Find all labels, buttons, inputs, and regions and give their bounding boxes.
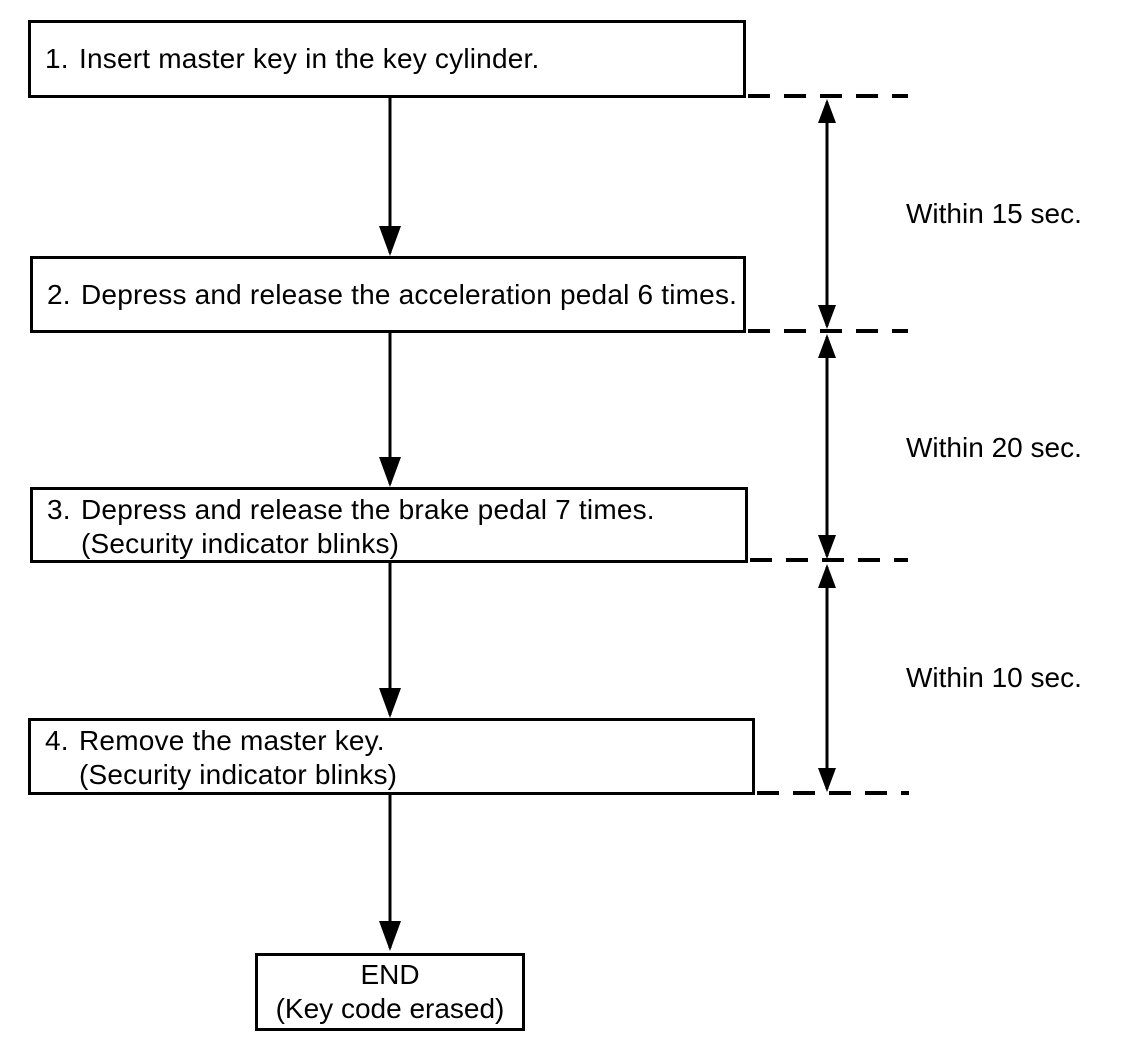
down-arrow-icon (378, 98, 402, 256)
timing-label: Within 15 sec. (906, 198, 1082, 229)
end-box: END (Key code erased) (255, 953, 525, 1031)
step-number: 1. (45, 43, 69, 74)
step-box-2: 2. Depress and release the acceleration … (30, 256, 746, 333)
down-arrow-icon (378, 563, 402, 718)
end-title: END (360, 959, 420, 990)
step-text: Depress and release the acceleration ped… (81, 278, 738, 310)
step-note: (Security indicator blinks) (79, 759, 398, 790)
timing-label: Within 10 sec. (906, 662, 1082, 693)
down-arrow-icon (378, 333, 402, 487)
step-number: 2. (47, 278, 71, 310)
dashed-line (750, 558, 908, 562)
dashed-line (757, 791, 909, 795)
end-subtitle: (Key code erased) (275, 993, 505, 1024)
double-arrow-icon (817, 564, 837, 792)
timing-label: Within 20 sec. (906, 432, 1082, 463)
step-text: Remove the master key. (79, 725, 385, 756)
down-arrow-icon (378, 795, 402, 951)
step-text: Insert master key in the key cylinder. (79, 43, 540, 74)
step-number: 4. (45, 725, 69, 756)
dashed-line (748, 329, 908, 333)
step-box-1: 1. Insert master key in the key cylinder… (28, 20, 746, 98)
step-number: 3. (47, 494, 71, 525)
step-note: (Security indicator blinks) (81, 528, 400, 559)
step-box-3: 3. Depress and release the brake pedal 7… (30, 487, 748, 563)
double-arrow-icon (817, 99, 837, 329)
double-arrow-icon (817, 334, 837, 559)
step-text: Depress and release the brake pedal 7 ti… (81, 494, 655, 525)
step-box-4: 4. Remove the master key. (Security indi… (28, 718, 755, 795)
dashed-line (748, 94, 908, 98)
